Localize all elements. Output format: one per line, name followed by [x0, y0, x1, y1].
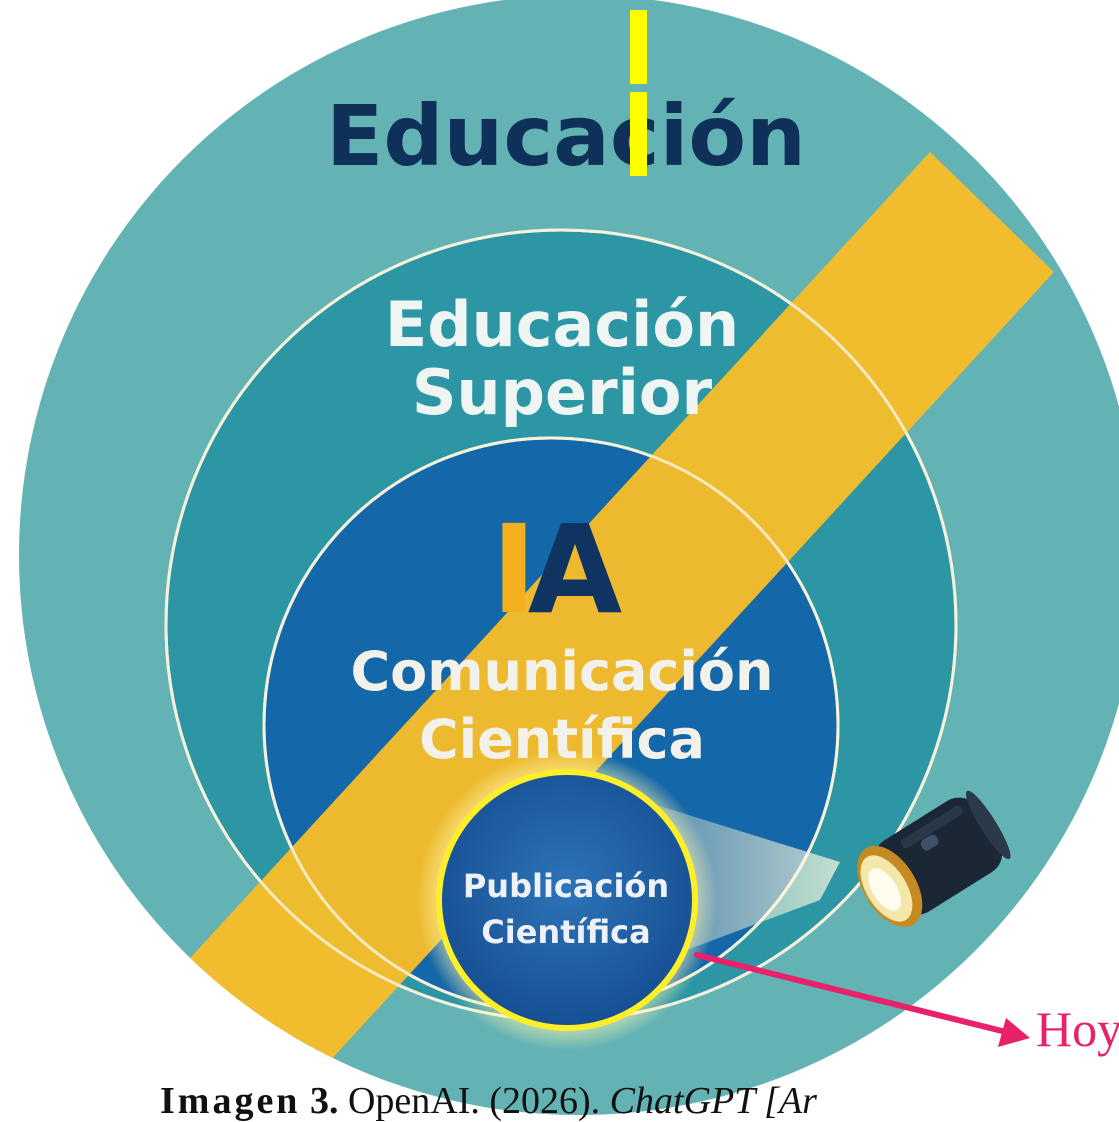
higher-education-label-line2: Superior [412, 356, 713, 429]
higher-education-label-line1: Educación [385, 288, 739, 361]
caption-author: OpenAI. (2026). [347, 1080, 601, 1122]
ia-letter-a: A [528, 499, 622, 641]
figure-caption: Imagen 3. OpenAI. (2026). ChatGPT [Ar [160, 1082, 1119, 1120]
hoy-label: Hoy [1036, 1001, 1119, 1057]
education-label: Educación [326, 87, 806, 185]
scientific-publication-label-line1: Publicación [463, 867, 669, 905]
scientific-publication-label-line2: Científica [481, 913, 650, 951]
caption-label: Imagen [160, 1080, 301, 1122]
scientific-communication-label-line1: Comunicación [351, 640, 774, 703]
yellow-marker [630, 10, 647, 176]
caption-number: 3. [309, 1080, 339, 1122]
flashlight-icon [857, 790, 1011, 927]
diagonal-band [170, 152, 1054, 1100]
hoy-arrow [694, 952, 1030, 1047]
small-circle [436, 769, 698, 1031]
ia-letter-i: I [491, 499, 536, 641]
scientific-communication-label-line2: Científica [419, 708, 705, 771]
caption-title: ChatGPT [Ar [609, 1080, 817, 1122]
